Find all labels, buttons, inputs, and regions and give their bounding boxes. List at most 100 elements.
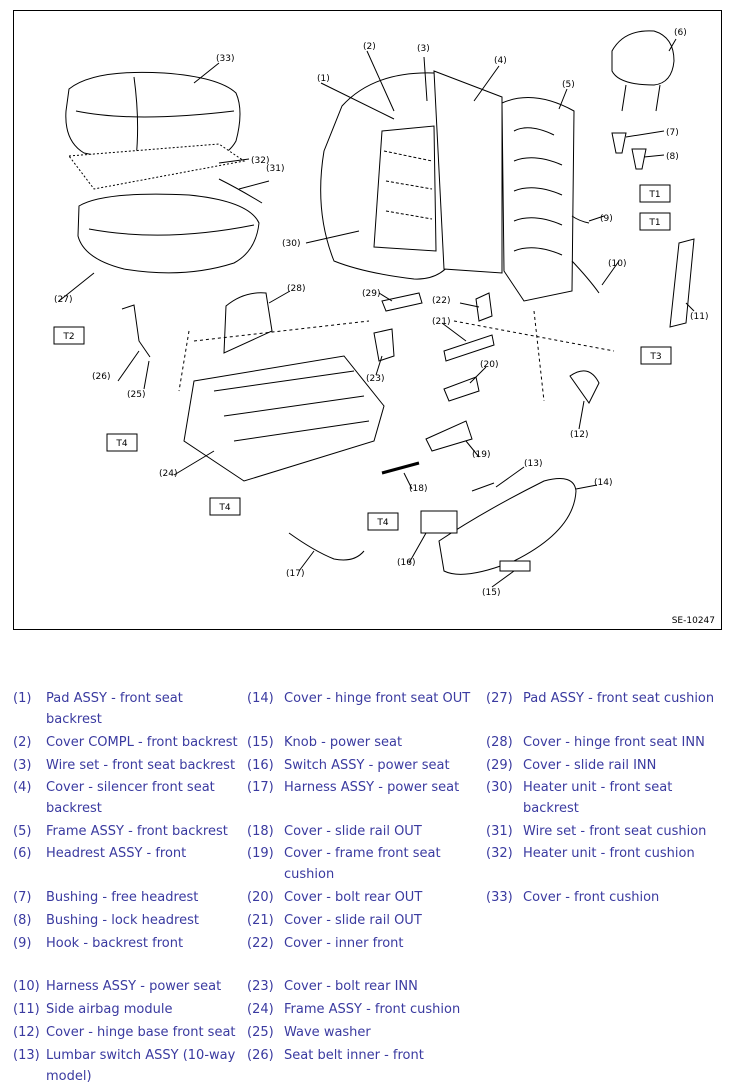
figure-code: SE-10247 <box>671 616 715 626</box>
torque-tag-label: T4 <box>376 518 388 528</box>
torque-tag-label: T4 <box>218 503 230 513</box>
part-cushion-frame <box>183 355 385 482</box>
torque-tag-box <box>53 326 85 345</box>
legend-label: Frame ASSY - front backrest <box>46 821 228 842</box>
part-hinge-cover-out <box>438 478 577 575</box>
legend-label-line: backrest <box>46 801 102 816</box>
callout-29: (29) <box>362 289 380 299</box>
legend-label-line: Cover - hinge front seat INN <box>523 735 705 750</box>
legend-label-line: Switch ASSY - power seat <box>284 758 450 773</box>
part-frame-cover <box>425 420 473 452</box>
legend-label-line: Cover - slide rail OUT <box>284 913 422 928</box>
legend-label-line: cushion <box>284 867 335 882</box>
legend-label-line: model) <box>46 1069 92 1084</box>
part-headrest <box>611 30 675 86</box>
callout-17: (17) <box>286 569 304 579</box>
callout-33: (33) <box>216 54 234 64</box>
diagram-artwork <box>58 30 695 588</box>
legend-label: Headrest ASSY - front <box>46 843 186 864</box>
legend-number: (26) <box>247 1048 274 1063</box>
torque-tag-t1-1: T1 <box>639 184 671 203</box>
legend-label: Hook - backrest front <box>46 933 183 954</box>
callout-3: (3) <box>417 44 430 54</box>
legend-label: Cover - inner front <box>284 933 404 954</box>
exploded-seat-diagram: (1)(2)(3)(4)(5)(6)(7)(8)(9)(10)(11)(12)(… <box>13 10 722 630</box>
legend-label-line: Side airbag module <box>46 1002 173 1017</box>
legend-number: (18) <box>247 824 274 839</box>
legend-label-line: Heater unit - front seat <box>523 780 673 795</box>
torque-tag-label: T2 <box>62 332 74 342</box>
legend-label-line: Cover COMPL - front backrest <box>46 735 238 750</box>
legend-number: (15) <box>247 735 274 750</box>
part-lumbar-switch <box>471 482 495 492</box>
legend-label: Knob - power seat <box>284 732 402 753</box>
legend-label: Pad ASSY - front seat backrest <box>46 688 183 730</box>
legend-label-line: Cover - hinge front seat OUT <box>284 691 471 706</box>
legend-label-line: Heater unit - front cushion <box>523 846 695 861</box>
torque-tag-box <box>640 346 672 365</box>
callout-1: (1) <box>317 74 330 84</box>
legend-number: (11) <box>13 1002 40 1017</box>
legend-label: Heater unit - front cushion <box>523 843 695 864</box>
legend-number: (17) <box>247 780 274 795</box>
legend-label: Harness ASSY - power seat <box>284 777 459 798</box>
legend-label-line: Knob - power seat <box>284 735 403 750</box>
torque-tag-t1-2: T1 <box>639 212 671 231</box>
legend-label-line: Cover - hinge base front seat <box>46 1025 236 1040</box>
legend-label-line: Pad ASSY - front seat cushion <box>523 691 715 706</box>
legend-label-line: Pad ASSY - front seat <box>46 691 183 706</box>
legend-label-line: Harness ASSY - power seat <box>46 979 222 994</box>
callout-22: (22) <box>432 296 450 306</box>
part-slide-rail-cover-inn <box>381 292 423 312</box>
legend-label-line: Harness ASSY - power seat <box>284 780 460 795</box>
legend-label-line: backrest <box>523 801 579 816</box>
callout-5: (5) <box>562 80 575 90</box>
legend-label-line: Wave washer <box>284 1025 371 1040</box>
part-hinge-cover-inn <box>223 292 273 354</box>
legend-label: Cover - slide rail OUT <box>284 821 422 842</box>
torque-tag-t4-7: T4 <box>367 512 399 531</box>
legend-number: (25) <box>247 1025 274 1040</box>
legend-label: Cover - bolt rear OUT <box>284 887 422 908</box>
part-seat-belt-inner <box>121 304 151 358</box>
part-hinge-base-cover <box>569 370 600 404</box>
legend-label: Bushing - free headrest <box>46 887 198 908</box>
legend-number: (31) <box>486 824 513 839</box>
legend-label-line: Cover - front cushion <box>523 890 660 905</box>
legend-label-line: Wire set - front seat backrest <box>46 758 236 773</box>
callout-25: (25) <box>127 390 145 400</box>
part-cushion-cover <box>65 71 241 164</box>
legend-number: (28) <box>486 735 513 750</box>
callout-9: (9) <box>600 214 613 224</box>
part-bolt-cover-rear-inn <box>373 328 395 362</box>
legend-label-line: backrest <box>46 712 102 727</box>
callout-21: (21) <box>432 317 450 327</box>
callout-2: (2) <box>363 42 376 52</box>
callout-11: (11) <box>690 312 708 322</box>
legend-number: (5) <box>13 824 32 839</box>
part-cushion-pad-seam <box>88 224 255 236</box>
torque-tag-box <box>106 433 138 452</box>
legend-label: Cover - bolt rear INN <box>284 976 418 997</box>
legend-label-line: Cover - inner front <box>284 936 404 951</box>
legend-label: Cover - hinge front seat OUT <box>284 688 470 709</box>
callout-26: (26) <box>92 372 110 382</box>
legend-label-line: Frame ASSY - front cushion <box>284 1002 461 1017</box>
part-cushion-heater <box>68 143 246 190</box>
diagram-canvas: (1)(2)(3)(4)(5)(6)(7)(8)(9)(10)(11)(12)(… <box>53 28 708 598</box>
part-backrest-frame-springs <box>513 127 563 256</box>
legend-label: Cover - slide rail OUT <box>284 910 422 931</box>
legend-number: (13) <box>13 1048 40 1063</box>
legend-label-line: Seat belt inner - front <box>284 1048 424 1063</box>
callout-16: (16) <box>397 558 415 568</box>
torque-tag-box <box>209 497 241 516</box>
part-slide-rail-cover-out-2 <box>443 334 495 362</box>
callout-15: (15) <box>482 588 500 598</box>
legend-label: Harness ASSY - power seat <box>46 976 221 997</box>
torque-tag-t4-5: T4 <box>106 433 138 452</box>
legend-label-line: Cover - slide rail OUT <box>284 824 422 839</box>
legend-label: Seat belt inner - front <box>284 1045 424 1066</box>
legend-label: Heater unit - front seat backrest <box>523 777 672 819</box>
